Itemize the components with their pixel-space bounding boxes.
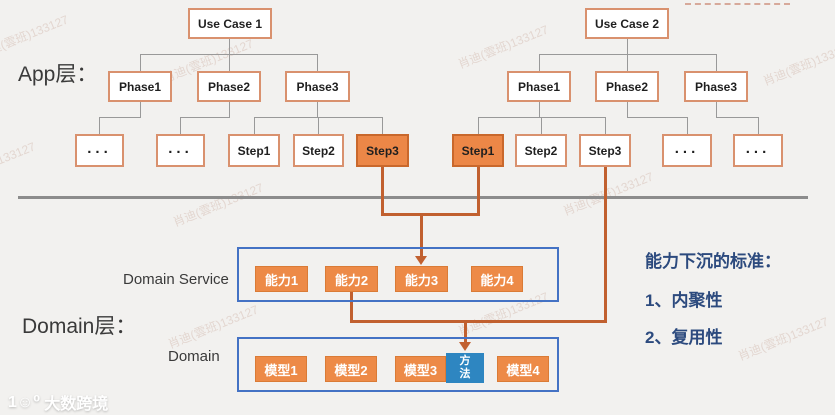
model-chip: 模型4 — [497, 356, 549, 382]
connector-gray — [318, 117, 319, 134]
app-layer-label: App层： — [18, 63, 98, 86]
watermark: 肖迪(雲班)133127 — [761, 39, 835, 89]
step-box: Step2 — [293, 134, 344, 167]
use-case-1-box: Use Case 1 — [188, 8, 272, 39]
watermark: 肖迪(雲班)133127 — [0, 12, 71, 62]
connector-orange — [420, 215, 423, 257]
connector-orange — [381, 213, 480, 216]
phase-box: Phase1 — [108, 71, 172, 102]
step-box-highlighted: Step3 — [356, 134, 409, 167]
watermark-dashes — [685, 3, 790, 5]
brand-logo-icon: 1☺⁰ — [8, 394, 41, 411]
connector-orange — [350, 320, 607, 323]
capability-chip: 能力1 — [255, 266, 308, 292]
step-box: Step1 — [228, 134, 280, 167]
method-chip: 方 法 — [446, 353, 484, 383]
connector-orange — [477, 167, 480, 216]
connector-gray — [180, 117, 181, 134]
connector-gray — [229, 54, 230, 71]
connector-orange — [464, 322, 467, 343]
watermark: 肖迪(雲班)133127 — [171, 180, 266, 230]
step-box-highlighted: Step1 — [452, 134, 504, 167]
connector-gray — [382, 117, 383, 134]
connector-gray — [716, 54, 717, 71]
step-box-ellipsis: ... — [662, 134, 712, 167]
criteria-item: 2、复用性 — [645, 328, 723, 347]
arrow-down-icon — [459, 342, 471, 351]
connector-gray — [229, 39, 230, 54]
domain-container — [237, 337, 559, 392]
connector-orange — [604, 167, 607, 323]
brand-logo: 1☺⁰ 大数跨境 — [8, 390, 108, 414]
model-chip: 模型1 — [255, 356, 307, 382]
connector-gray — [317, 102, 318, 117]
phase-box: Phase2 — [595, 71, 659, 102]
step-box: Step3 — [579, 134, 631, 167]
connector-gray — [627, 102, 628, 117]
connector-gray — [254, 117, 255, 134]
connector-gray — [541, 117, 542, 134]
step-box-ellipsis: ... — [733, 134, 783, 167]
connector-orange — [381, 167, 384, 216]
phase-box: Phase3 — [285, 71, 350, 102]
domain-label: Domain — [168, 348, 220, 365]
domain-service-container — [237, 247, 559, 302]
connector-gray — [687, 117, 688, 134]
brand-logo-name: 大数跨境 — [44, 396, 109, 413]
layer-divider — [18, 196, 808, 199]
step-box: Step2 — [515, 134, 567, 167]
connector-gray — [99, 117, 141, 118]
connector-gray — [478, 117, 479, 134]
watermark: 肖迪(雲班)133127 — [456, 22, 551, 72]
connector-gray — [627, 117, 688, 118]
connector-gray — [539, 54, 540, 71]
connector-orange — [350, 292, 353, 323]
connector-gray — [716, 102, 717, 117]
phase-box: Phase2 — [197, 71, 261, 102]
connector-gray — [758, 117, 759, 134]
phase-box: Phase3 — [684, 71, 748, 102]
domain-layer-label: Domain层： — [22, 315, 137, 338]
step-box-ellipsis: ... — [75, 134, 124, 167]
arrow-down-icon — [415, 256, 427, 265]
connector-gray — [140, 54, 141, 71]
connector-gray — [140, 102, 141, 117]
model-chip: 模型3 — [395, 356, 446, 382]
domain-service-label: Domain Service — [123, 271, 229, 288]
watermark: 肖迪(雲班)133127 — [736, 314, 831, 364]
step-box-ellipsis: ... — [156, 134, 205, 167]
connector-gray — [317, 54, 318, 71]
connector-gray — [627, 39, 628, 54]
watermark: 肖迪(雲班)133127 — [0, 139, 38, 189]
connector-gray — [605, 117, 606, 134]
use-case-2-box: Use Case 2 — [585, 8, 669, 39]
connector-gray — [229, 102, 230, 117]
model-chip: 模型2 — [325, 356, 377, 382]
connector-gray — [99, 117, 100, 134]
capability-chip: 能力4 — [471, 266, 523, 292]
criteria-item: 1、内聚性 — [645, 291, 723, 310]
capability-chip: 能力3 — [395, 266, 448, 292]
connector-gray — [716, 117, 759, 118]
watermark: 肖迪(雲班)133127 — [561, 169, 656, 219]
phase-box: Phase1 — [507, 71, 571, 102]
criteria-title: 能力下沉的标准： — [645, 252, 781, 271]
connector-gray — [627, 54, 628, 71]
capability-chip: 能力2 — [325, 266, 378, 292]
connector-gray — [539, 102, 540, 117]
connector-gray — [180, 117, 230, 118]
